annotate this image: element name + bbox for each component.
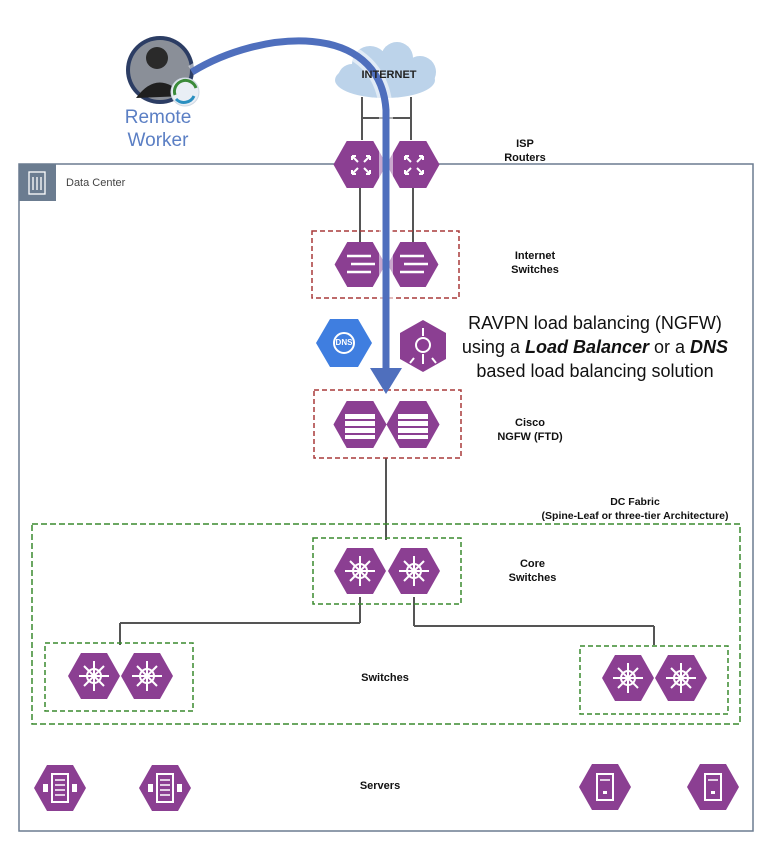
isp-routers-label: ISP Routers <box>504 138 546 164</box>
internet-switch-icon <box>334 242 386 287</box>
server-icon <box>579 764 631 810</box>
vpn-client-icon <box>170 77 200 107</box>
dns-badge-text: DNS <box>335 338 353 347</box>
core-switch-icon <box>334 548 386 594</box>
ngfw-label: Cisco NGFW (FTD) <box>497 417 563 443</box>
isp-router-icon <box>386 141 440 188</box>
vpn-flow-arrow <box>190 37 390 370</box>
server-icon <box>687 764 739 810</box>
internet-label: INTERNET <box>361 69 417 81</box>
internet-switches-label: Internet Switches <box>511 250 559 276</box>
switch-icon <box>655 655 707 701</box>
internet-switch-icon <box>387 242 439 287</box>
load-balancer-icon <box>400 320 446 372</box>
switches-label: Switches <box>361 672 409 684</box>
firewall-icon <box>333 401 387 448</box>
switch-icon <box>68 653 120 699</box>
right-switches-group <box>579 645 729 715</box>
left-switches-group <box>44 642 194 712</box>
firewall-icon <box>386 401 440 448</box>
dns-icon <box>316 319 372 367</box>
building-icon-glyph <box>28 171 46 195</box>
isp-router-icon <box>333 141 387 188</box>
core-switches-group <box>312 537 462 605</box>
load-balancing-note: RAVPN load balancing (NGFW) using a Load… <box>461 313 729 381</box>
remote-worker-label: Remote Worker <box>124 107 192 151</box>
blade-server-icon <box>34 765 86 811</box>
blade-server-icon <box>139 765 191 811</box>
switch-icon <box>121 653 173 699</box>
core-switches-label: Core Switches <box>508 558 557 584</box>
vpn-flow-arrowhead <box>370 368 402 394</box>
dc-fabric-group <box>31 523 741 725</box>
datacenter-label: Data Center <box>66 177 126 189</box>
dc-fabric-label: DC Fabric (Spine-Leaf or three-tier Arch… <box>541 496 729 522</box>
core-switch-icon <box>388 548 440 594</box>
switch-icon <box>602 655 654 701</box>
servers-label: Servers <box>359 780 401 792</box>
